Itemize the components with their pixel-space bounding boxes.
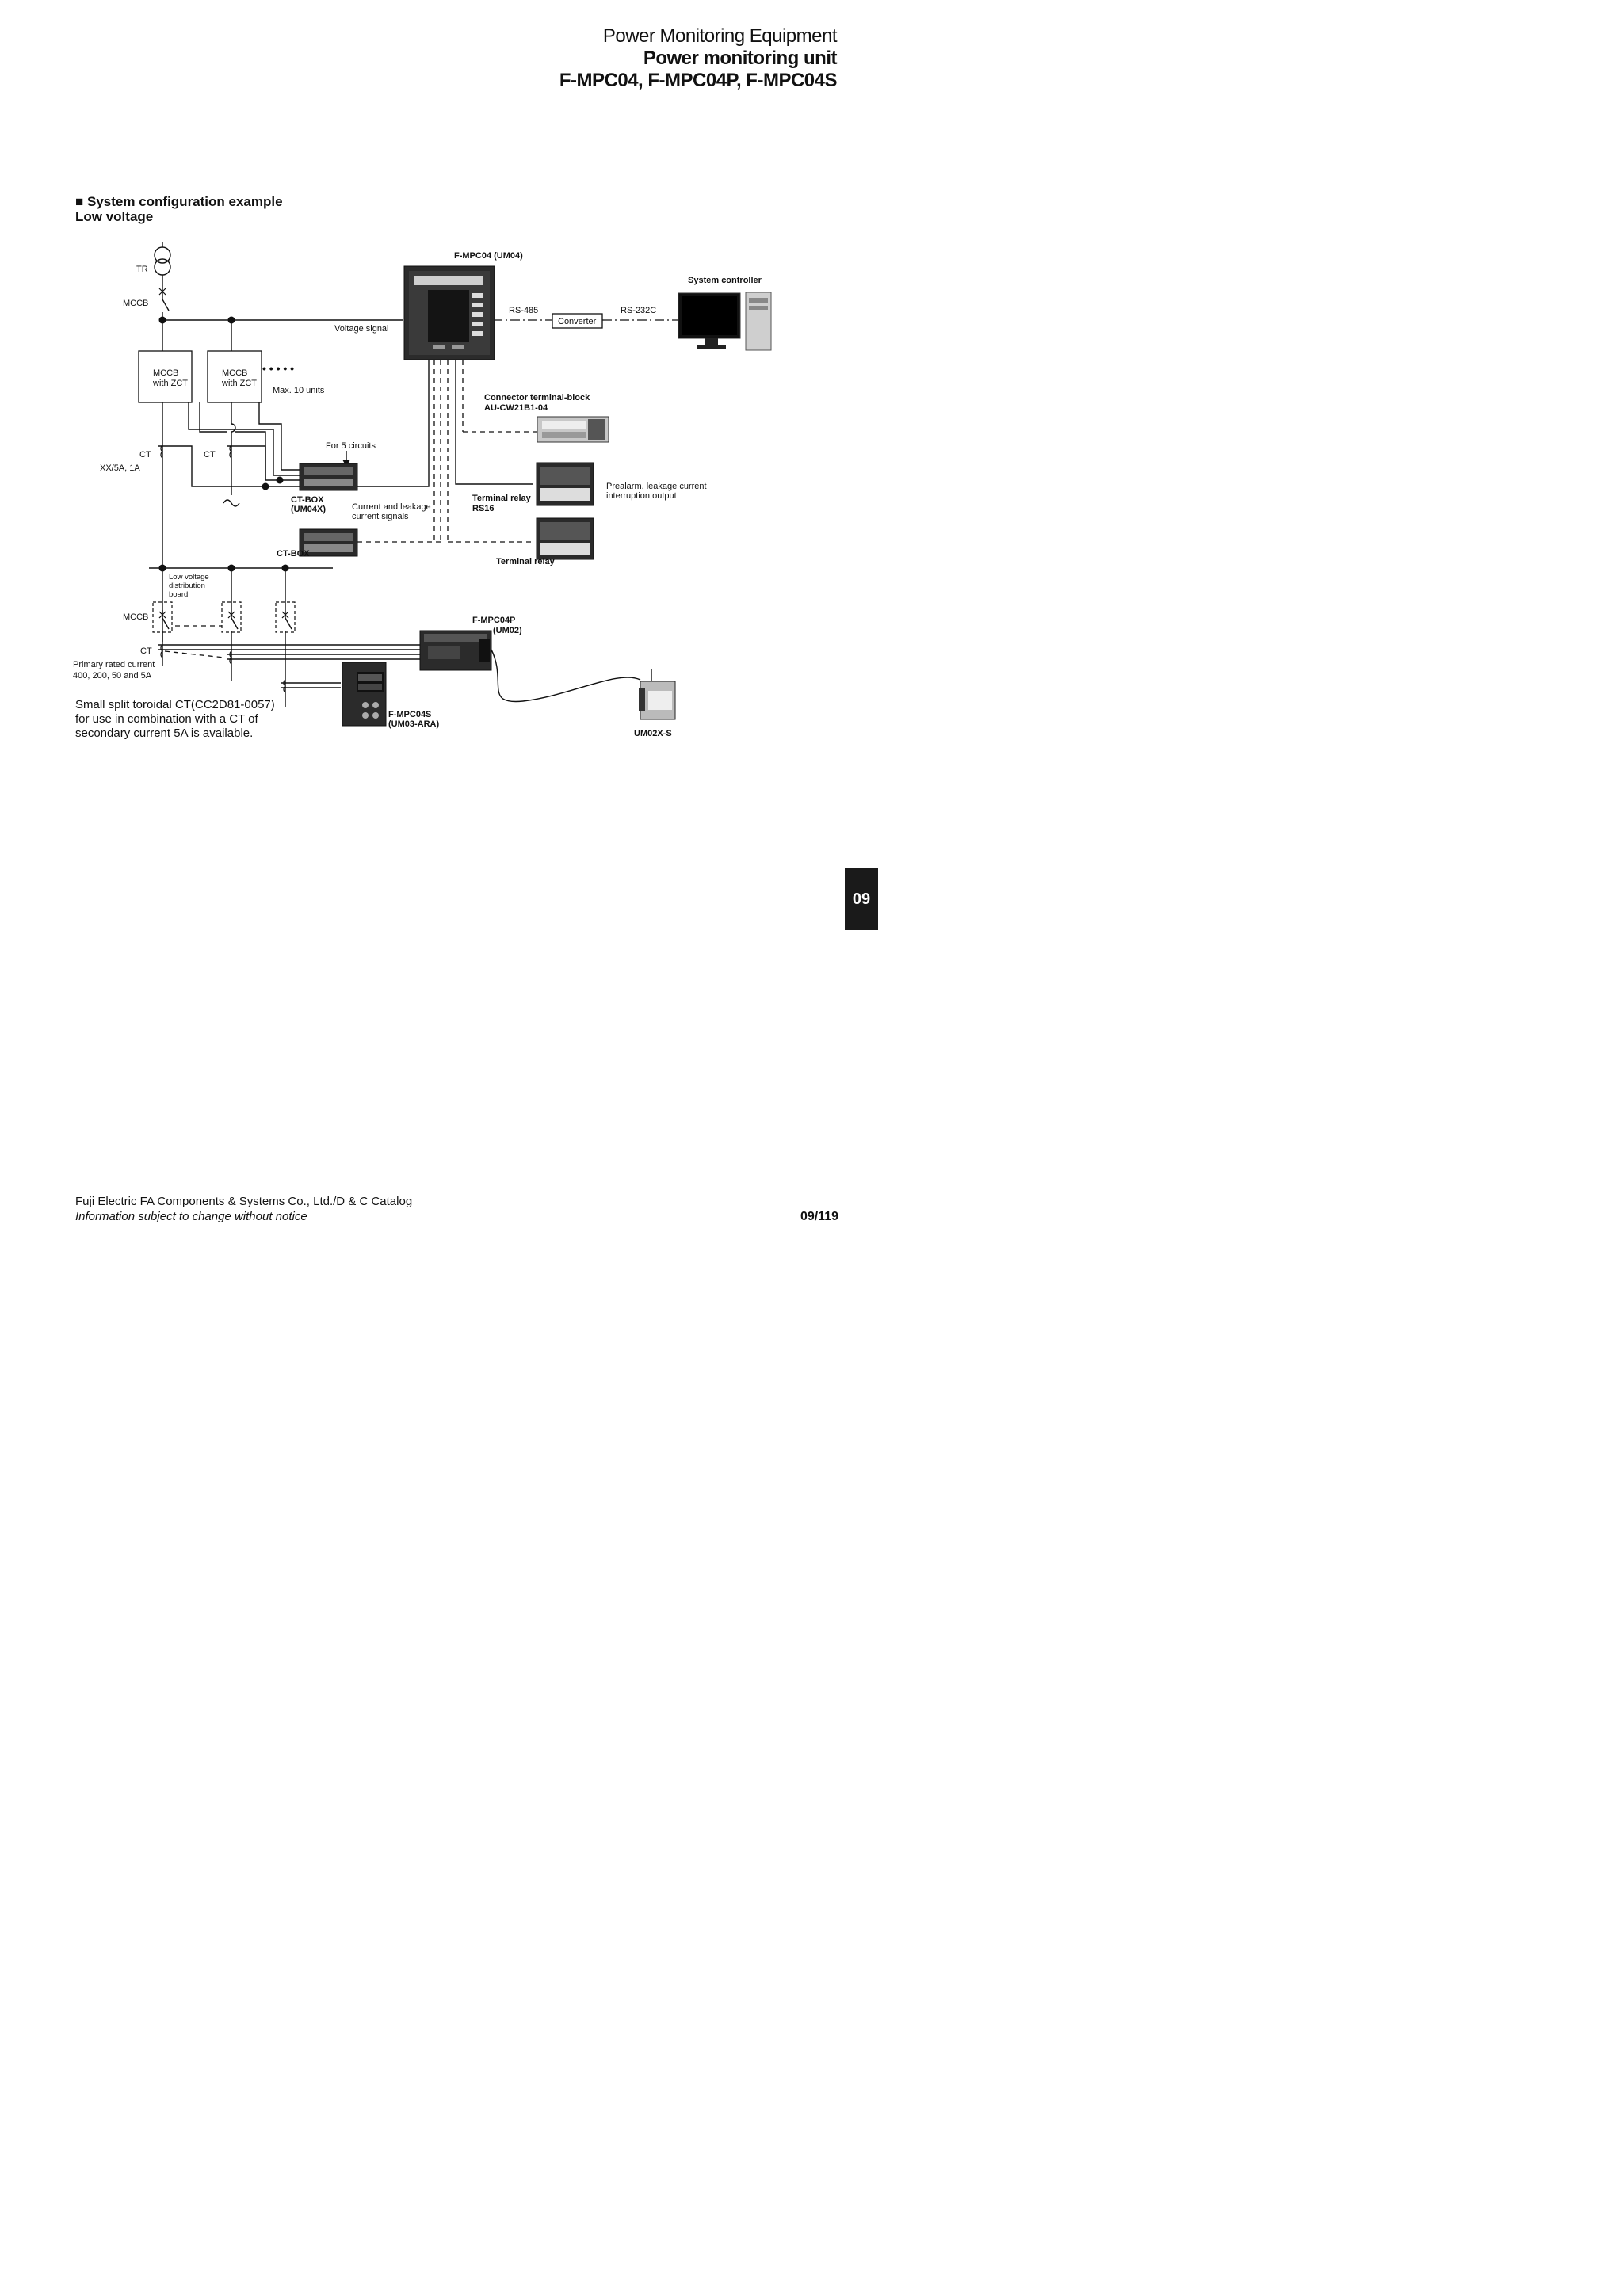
connector-terminal-block-label-a: Connector terminal-block (484, 393, 590, 402)
fmpc04s-label-a: F-MPC04S (388, 710, 431, 719)
system-configuration-diagram: TR MCCB Voltage signal MCCB with ZCT MCC… (73, 242, 772, 740)
rs485-label: RS-485 (509, 306, 538, 315)
split-ct-note-b: for use in combination with a CT of (75, 712, 259, 726)
wiring (149, 242, 652, 707)
fmpc04s-label-b: (UM03-ARA) (388, 719, 440, 729)
lv-board-label-b: distribution (169, 582, 205, 590)
section-subtitle: Low voltage (75, 209, 154, 224)
ct-1-label: CT (139, 450, 151, 460)
connector-terminal-block-label-b: AU-CW21B1-04 (484, 403, 548, 413)
primary-current-label-b: 400, 200, 50 and 5A (73, 671, 152, 681)
mccb-zct-box-1 (138, 350, 193, 403)
section-title: ■ System configuration example (75, 194, 283, 209)
terminal-relay-rs16-label-a: Terminal relay (472, 494, 532, 503)
page-number: 09/119 (800, 1210, 838, 1223)
converter-label: Converter (558, 317, 597, 326)
voltage-signal-label: Voltage signal (334, 324, 389, 334)
terminal-relay-rs16-label-b: RS16 (472, 504, 495, 513)
fmpc04s-unit-image (342, 662, 387, 727)
tr-label: TR (136, 265, 148, 274)
system-controller-label: System controller (688, 276, 762, 285)
mccb-zct-box-2 (207, 350, 262, 403)
footer-company: Fuji Electric FA Components & Systems Co… (75, 1195, 413, 1208)
primary-current-label-a: Primary rated current (73, 660, 155, 669)
ctbox-um04x-label-a: CT-BOX (291, 495, 324, 505)
split-ct-note-c: secondary current 5A is available. (75, 727, 253, 740)
terminal-relay-image (536, 517, 594, 560)
mccb-zct-1-label-a: MCCB (153, 368, 178, 378)
mccb-zct-2-label-a: MCCB (222, 368, 247, 378)
header-models: F-MPC04, F-MPC04P, F-MPC04S (559, 70, 838, 91)
chapter-tab: 09 (845, 868, 878, 930)
fmpc04p-label-a: F-MPC04P (472, 616, 515, 625)
converter-box (552, 313, 603, 329)
ctbox-image (299, 528, 358, 557)
mccb-top-label: MCCB (123, 299, 148, 308)
ctbox-label: CT-BOX (277, 549, 310, 559)
terminal-relay-label: Terminal relay (496, 557, 556, 566)
fmpc04-label: F-MPC04 (UM04) (454, 251, 523, 261)
header-product: Power monitoring unit (643, 48, 838, 69)
prealarm-label-b: interruption output (606, 491, 677, 501)
breaker-marks (158, 288, 289, 619)
current-leakage-label-b: current signals (352, 512, 409, 521)
mccb-zct-1-label-b: with ZCT (152, 379, 188, 388)
mccb-low-label: MCCB (123, 612, 148, 622)
continuation-dots: • • • • • (262, 362, 294, 375)
um02xs-label: UM02X-S (634, 729, 672, 738)
current-leakage-label-a: Current and leakage (352, 502, 431, 512)
transformer-symbol (154, 246, 171, 276)
terminal-relay-rs16-image (536, 462, 594, 506)
ctbox-um04x-label-b: (UM04X) (291, 505, 326, 514)
ct-2-label: CT (204, 450, 216, 460)
max-units-label: Max. 10 units (273, 386, 325, 395)
rs232c-label: RS-232C (621, 306, 656, 315)
um02xs-image (639, 681, 676, 720)
ct-coil-symbols (160, 444, 287, 693)
fmpc04-unit-image (403, 265, 495, 360)
mccb-zct-2-label-b: with ZCT (221, 379, 257, 388)
prealarm-label-a: Prealarm, leakage current (606, 482, 707, 491)
ct-low-label: CT (140, 646, 152, 656)
lv-breaker-boxes (152, 601, 296, 633)
fmpc04p-label-b: (UM02) (493, 626, 522, 635)
split-ct-note-a: Small split toroidal CT(CC2D81-0057) (75, 698, 275, 711)
footer-notice: Information subject to change without no… (75, 1210, 307, 1223)
ctbox-um04x-image (299, 463, 358, 491)
header-category: Power Monitoring Equipment (602, 25, 838, 47)
dashed-lines (164, 360, 537, 658)
for-5-circuits-label: For 5 circuits (326, 441, 376, 451)
ct-rating-label: XX/5A, 1A (100, 463, 140, 473)
lv-board-label-c: board (169, 590, 188, 599)
system-controller-image (678, 292, 772, 351)
junction-dots (158, 316, 289, 572)
lv-board-label-a: Low voltage (169, 573, 209, 582)
connector-terminal-block-image (537, 416, 609, 443)
fmpc04p-unit-image (419, 630, 492, 671)
